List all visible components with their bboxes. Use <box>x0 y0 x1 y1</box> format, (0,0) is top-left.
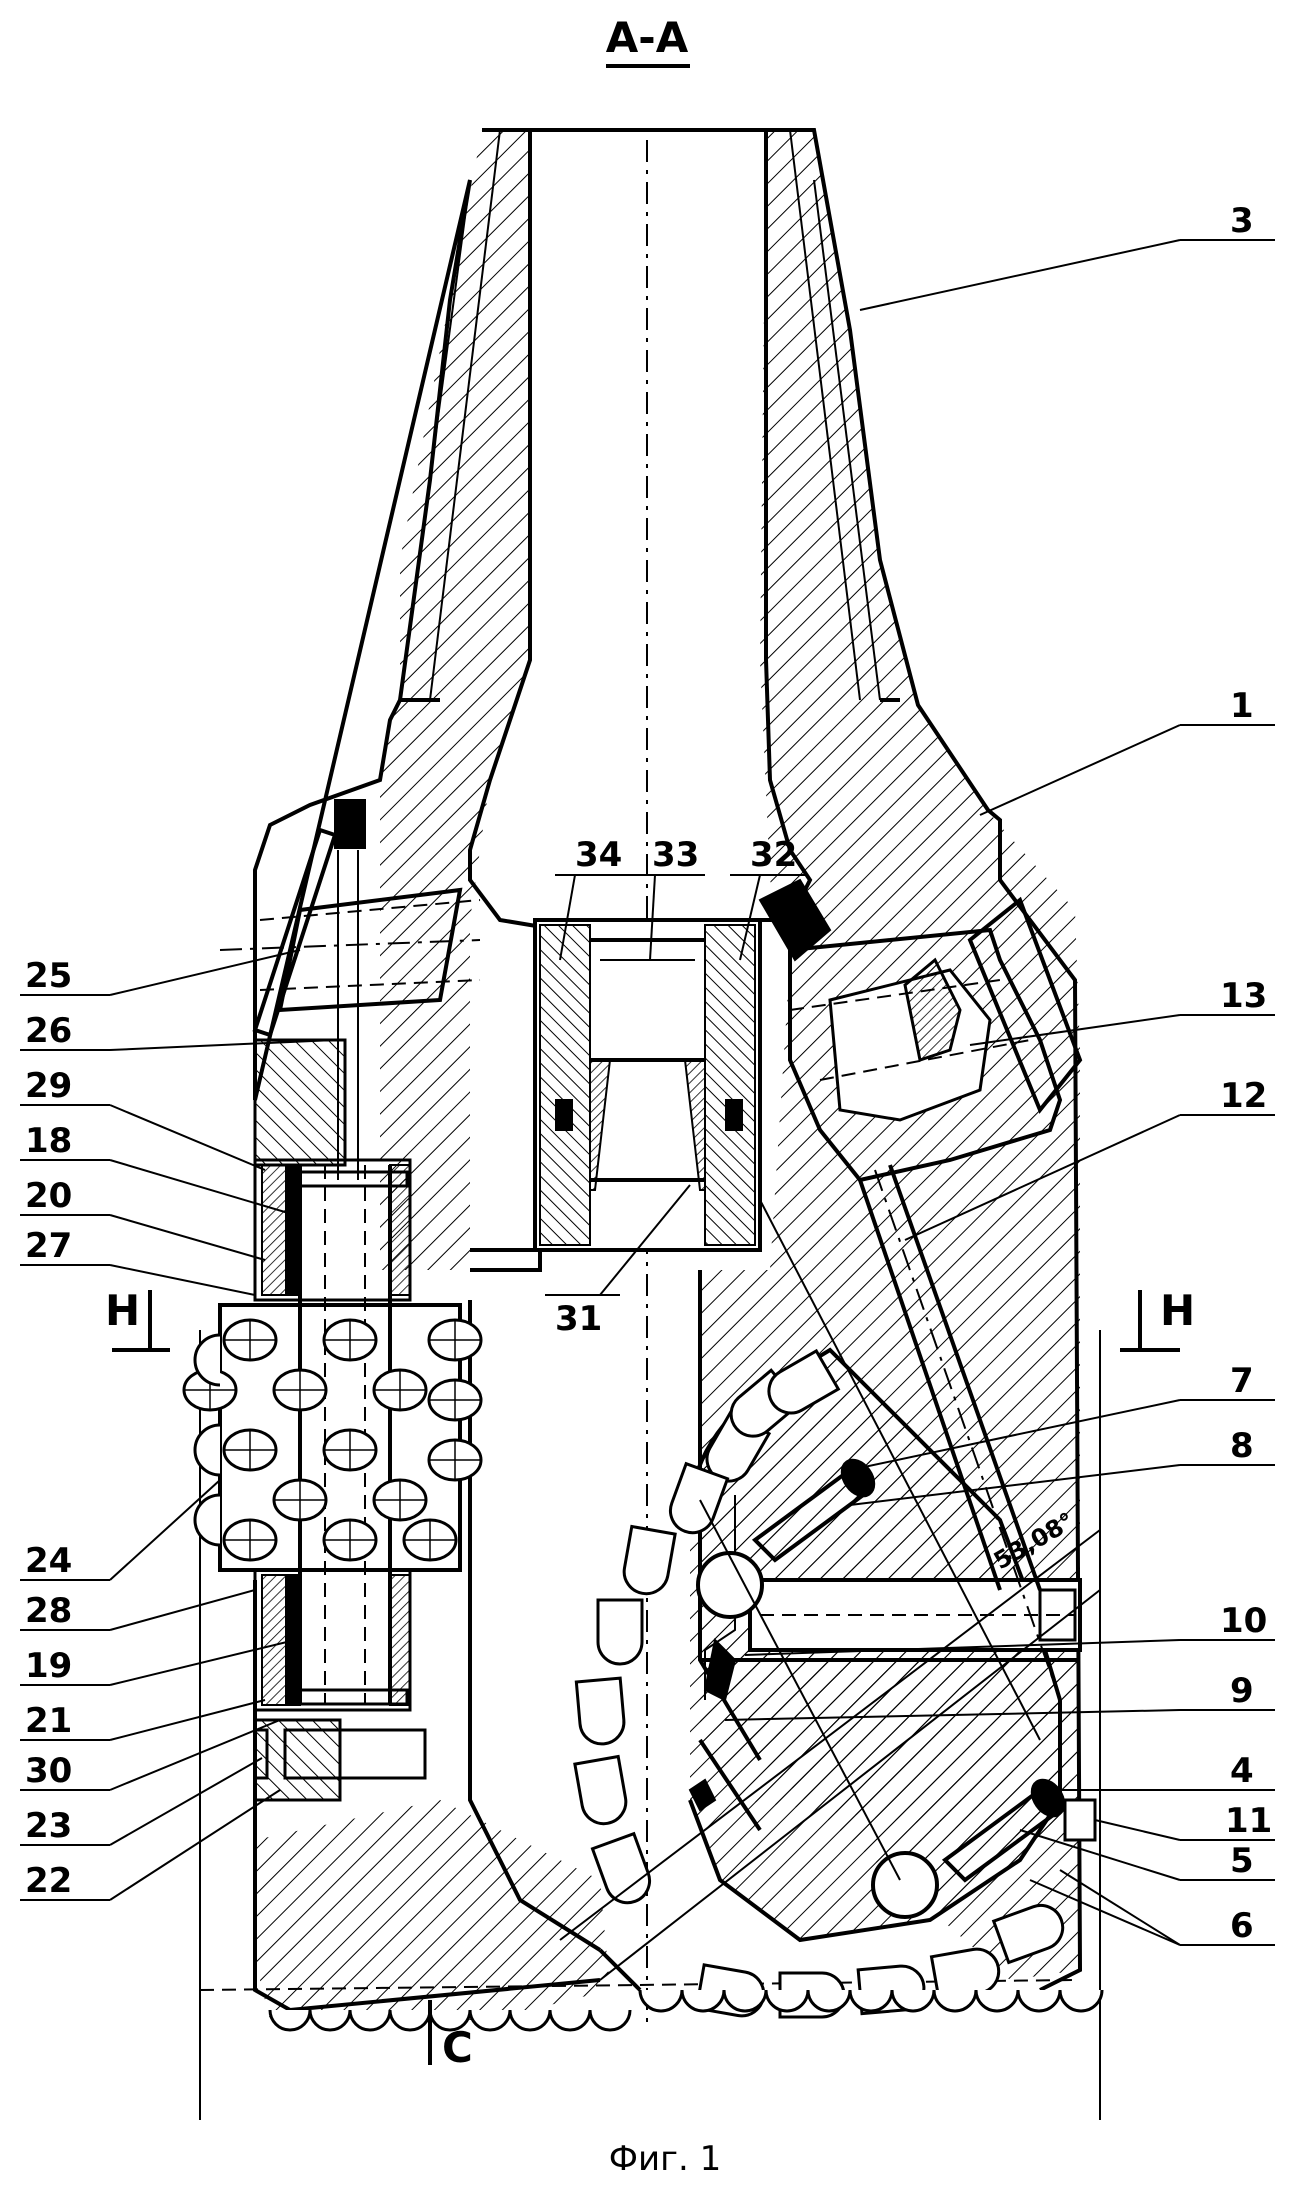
label-20: 20 <box>25 1176 72 1216</box>
label-18: 18 <box>25 1121 72 1161</box>
label-6: 6 <box>1230 1906 1254 1946</box>
roller-insert <box>195 1495 220 1545</box>
label-30: 30 <box>25 1751 72 1791</box>
heel-scallop <box>510 2010 550 2030</box>
label-34: 34 <box>575 835 622 875</box>
cone-scallop <box>934 1990 976 2011</box>
cone-scallop <box>976 1990 1018 2011</box>
label-11: 11 <box>1225 1801 1272 1841</box>
label-12: 12 <box>1220 1076 1267 1116</box>
section-title: А-А <box>606 13 689 62</box>
label-32: 32 <box>750 835 797 875</box>
label-27: 27 <box>25 1226 72 1266</box>
section-h-right: Н <box>1120 1286 1195 1350</box>
label-13: 13 <box>1220 976 1267 1016</box>
section-h-left: Н <box>105 1286 170 1350</box>
label-23: 23 <box>25 1806 72 1846</box>
label-24: 24 <box>25 1541 72 1581</box>
label-28: 28 <box>25 1591 72 1631</box>
cone-tooth <box>621 1526 675 1597</box>
heel-scallop <box>350 2010 390 2030</box>
section-c-letter: С <box>442 2023 473 2072</box>
label-29: 29 <box>25 1066 72 1106</box>
label-4: 4 <box>1230 1751 1254 1791</box>
label-8: 8 <box>1230 1426 1254 1466</box>
label-7: 7 <box>1230 1361 1254 1401</box>
label-3: 3 <box>1230 201 1254 241</box>
cone-tooth <box>576 1678 625 1746</box>
heel-scallop <box>270 2010 310 2030</box>
cone-tooth <box>598 1600 642 1664</box>
label-31: 31 <box>555 1299 602 1339</box>
label-19: 19 <box>25 1646 72 1686</box>
roller-insert <box>195 1425 220 1475</box>
cone-tooth <box>592 1834 655 1909</box>
label-21: 21 <box>25 1701 72 1741</box>
label-10: 10 <box>1220 1601 1267 1641</box>
figure-caption: Фиг. 1 <box>609 2139 721 2179</box>
label-1: 1 <box>1230 686 1254 726</box>
section-h-right-letter: Н <box>1160 1286 1195 1335</box>
label-33: 33 <box>652 835 699 875</box>
section-h-left-letter: Н <box>105 1286 140 1335</box>
label-22: 22 <box>25 1861 72 1901</box>
heel-scallop <box>590 2010 630 2030</box>
heel-scallop <box>550 2010 590 2030</box>
label-25: 25 <box>25 956 72 996</box>
heel-scallop <box>470 2010 510 2030</box>
nozzle-assembly <box>535 920 760 1250</box>
heel-scallop <box>390 2010 430 2030</box>
label-9: 9 <box>1230 1671 1254 1711</box>
label-5: 5 <box>1230 1841 1254 1881</box>
cone-tooth <box>575 1756 629 1827</box>
heel-scallop <box>310 2010 350 2030</box>
cone-scallop <box>1060 1990 1102 2011</box>
label-26: 26 <box>25 1011 72 1051</box>
cone-scallop <box>1018 1990 1060 2011</box>
